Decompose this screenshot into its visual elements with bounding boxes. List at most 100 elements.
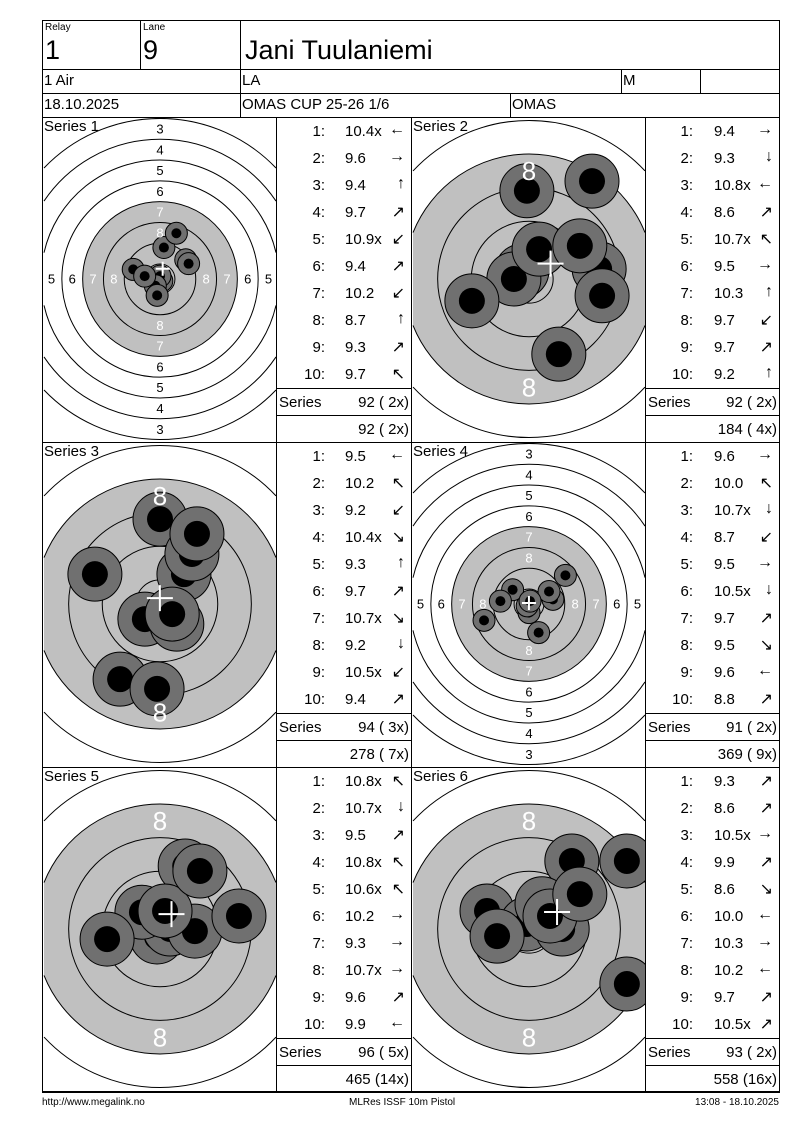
shot-score: 9.6 [345, 150, 366, 167]
group-center-crosshair [146, 585, 173, 612]
ring-3 [412, 443, 645, 765]
ring-3 [43, 118, 276, 440]
shot-row: 3:9.5↗ [277, 823, 411, 850]
ring-label: 6 [438, 597, 445, 612]
shot-number: 7: [680, 610, 693, 627]
shot-score: 9.6 [714, 448, 735, 465]
ring-label: 6 [244, 272, 251, 287]
shot-center [171, 228, 182, 239]
shot-number: 1: [312, 448, 325, 465]
shot-score: 10.3 [714, 935, 744, 952]
shot-center [613, 847, 640, 874]
ring-label: 6 [613, 597, 620, 612]
ring-label: 5 [156, 163, 163, 178]
shot-row: 9:9.6← [646, 660, 779, 687]
shot-center [159, 601, 186, 628]
shot-score: 9.5 [714, 556, 735, 573]
shot-direction-arrow-icon: ↗ [759, 800, 773, 817]
shot-row: 10:10.5x↗ [646, 1012, 779, 1039]
shot-row: 5:10.9x↙ [277, 227, 411, 254]
shot-center [81, 561, 108, 588]
date: 18.10.2025 [44, 96, 120, 113]
ring-label: 4 [156, 142, 163, 157]
shot-score: 9.7 [714, 610, 735, 627]
shot-row: 10:9.9← [277, 1012, 411, 1039]
shot-score: 9.7 [345, 366, 366, 383]
shot-number: 6: [312, 583, 325, 600]
shot-direction-arrow-icon: ↗ [759, 339, 773, 356]
ring-5 [412, 484, 645, 724]
class: LA [242, 72, 261, 89]
ring-label: 7 [153, 1056, 167, 1086]
club: OMAS [512, 96, 557, 113]
group-center-crosshair [544, 898, 571, 925]
shot-score: 9.2 [345, 502, 366, 519]
shot-number: 10: [672, 1016, 693, 1033]
series-score-table: 1:9.3↗2:8.6↗3:10.5x→4:9.9↗5:8.6↘6:10.0←7… [645, 767, 780, 1093]
ring-label: 8 [156, 226, 163, 241]
event: 1 Air [44, 72, 75, 89]
shot-direction-arrow-icon: ↓ [765, 581, 773, 598]
running-total: 369 ( 9x) [717, 746, 777, 763]
shot-row: 9:10.5x↙ [277, 660, 411, 687]
shot-direction-arrow-icon: ↓ [397, 798, 405, 815]
shot-center [458, 287, 485, 314]
shot-direction-arrow-icon: ← [757, 906, 773, 923]
club-cell: OMAS [510, 93, 780, 118]
shot-score: 8.7 [714, 529, 735, 546]
footer-url[interactable]: http://www.megalink.no [42, 1097, 145, 1108]
series-title: Series 6 [413, 768, 469, 785]
ring-label: 3 [156, 122, 163, 137]
shot-direction-arrow-icon: ↘ [759, 637, 773, 654]
shot-row: 3:9.4↑ [277, 173, 411, 200]
ring-label-background [633, 597, 643, 611]
ring-label: 5 [525, 705, 532, 720]
shot-direction-arrow-icon: ↗ [759, 854, 773, 871]
shot-number: 10: [672, 366, 693, 383]
shot-score: 9.7 [345, 583, 366, 600]
series-label: Series [648, 1044, 691, 1061]
ring-label: 7 [223, 272, 230, 287]
shot-score: 9.7 [714, 989, 735, 1006]
shot-score: 9.3 [345, 935, 366, 952]
shot-score: 9.3 [345, 556, 366, 573]
series-title: Series 5 [44, 768, 100, 785]
running-total: 278 ( 7x) [349, 746, 409, 763]
ring-label-background [155, 184, 165, 198]
ring-label: 7 [522, 1056, 536, 1086]
shot-score: 10.2 [345, 908, 375, 925]
shot-score: 10.5x [714, 1016, 751, 1033]
shot-center [525, 596, 536, 607]
competition: OMAS CUP 25-26 1/6 [242, 96, 390, 113]
ring-label: 8 [572, 597, 579, 612]
ring-label: 5 [634, 597, 641, 612]
ring-label-background [46, 272, 56, 286]
series-label: Series [279, 719, 322, 736]
ring-label: 8 [525, 643, 532, 658]
shot-number: 6: [680, 583, 693, 600]
shot-score: 10.2 [345, 475, 375, 492]
series-title: Series 3 [44, 443, 100, 460]
shot-row: 7:9.7↗ [646, 606, 779, 633]
ring-label: 8 [156, 318, 163, 333]
ring-label: 8 [203, 272, 210, 287]
shot-score: 10.7x [345, 962, 382, 979]
ring-label-background [155, 422, 165, 436]
shot-direction-arrow-icon: ↗ [759, 773, 773, 790]
ring-label-background [264, 272, 274, 286]
shot-direction-arrow-icon: ↖ [759, 475, 773, 492]
shot-score: 8.8 [714, 691, 735, 708]
ring-label: 7 [522, 773, 536, 803]
ring-7 [451, 526, 607, 682]
series-total: 92 ( 2x) [726, 394, 777, 411]
shot-number: 4: [680, 854, 693, 871]
footer-timestamp: 13:08 - 18.10.2025 [695, 1097, 779, 1108]
ring-7 [43, 478, 276, 730]
shot-row: 3:10.8x← [646, 173, 779, 200]
shot-score: 10.6x [345, 881, 382, 898]
